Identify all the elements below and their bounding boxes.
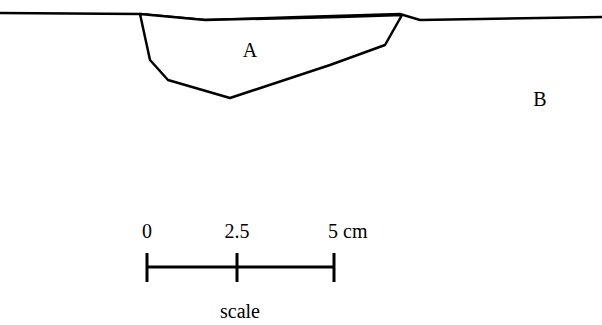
scale-number: 2.5 [225, 220, 250, 242]
region-label: B [533, 88, 546, 110]
scale-title: scale [220, 300, 260, 322]
scale-bar [147, 253, 334, 282]
scale-number: 5 cm [328, 220, 367, 242]
region-outline: A [138, 10, 406, 102]
region-label: A [243, 39, 257, 61]
scale-number: 0 [142, 220, 152, 242]
region-shape [138, 10, 406, 102]
